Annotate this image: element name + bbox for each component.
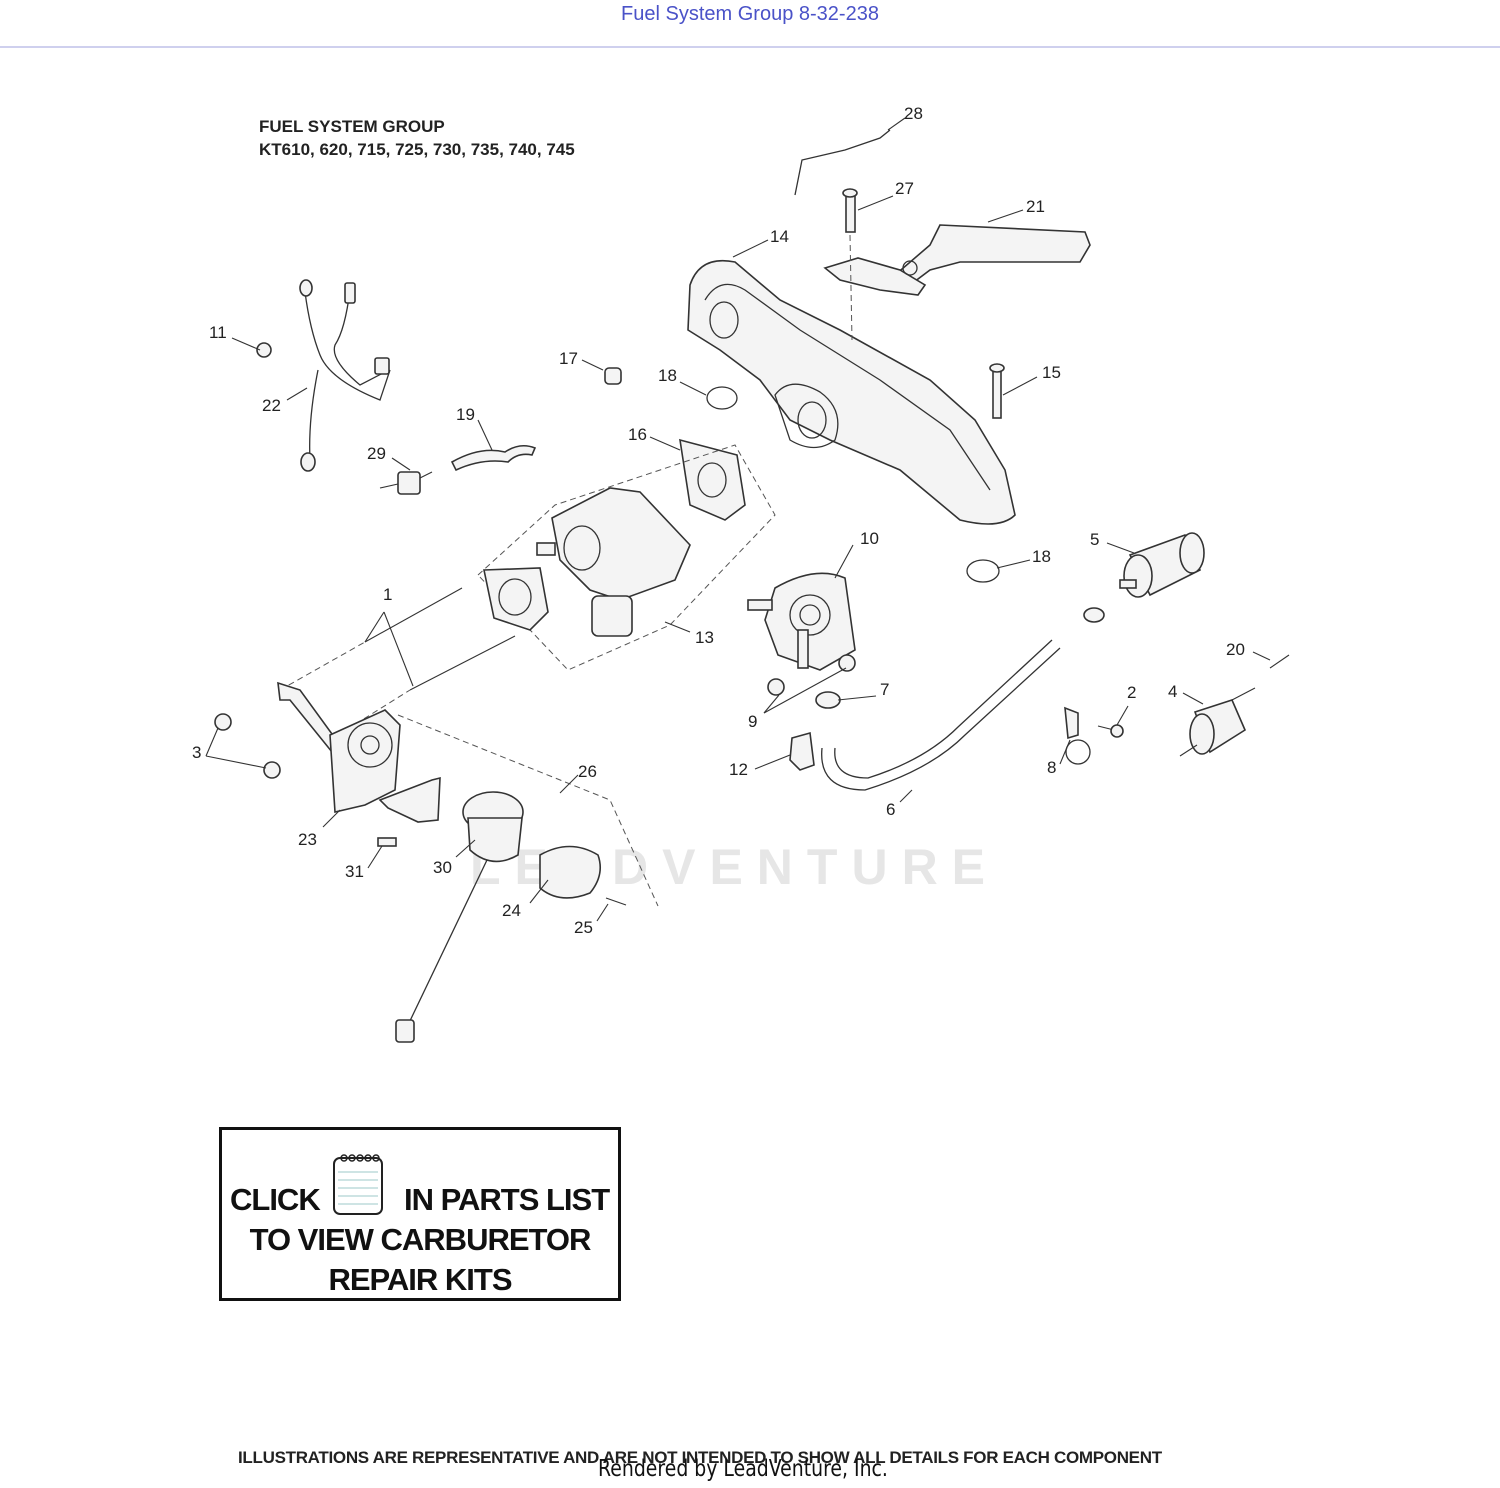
- callout-11: 11: [209, 323, 227, 342]
- diagram-title: FUEL SYSTEM GROUP: [259, 117, 445, 136]
- fitting-20[interactable]: [1269, 654, 1290, 669]
- callout-30: 30: [433, 858, 452, 877]
- flange-gasket[interactable]: [483, 567, 549, 631]
- callout-26: 26: [578, 762, 597, 781]
- callout-31: 31: [345, 862, 364, 881]
- gasket-18-lower[interactable]: [966, 559, 1000, 583]
- callout-25: 25: [574, 918, 593, 937]
- valve-29[interactable]: [379, 471, 433, 495]
- gasket-16[interactable]: [679, 438, 746, 521]
- callout-7: 7: [880, 680, 889, 699]
- callout-8: 8: [1047, 758, 1056, 777]
- screw-9-left[interactable]: [767, 678, 785, 696]
- callout-12: 12: [729, 760, 748, 779]
- screw-27[interactable]: [842, 188, 858, 341]
- callout-5: 5: [1090, 530, 1099, 549]
- page-title-link[interactable]: Fuel System Group 8-32-238: [621, 3, 879, 25]
- callout-1: 1: [383, 585, 392, 604]
- bracket-26-outline: [397, 714, 659, 907]
- callout-17: 17: [559, 349, 578, 368]
- screw-25[interactable]: [605, 897, 627, 906]
- callout-6: 6: [886, 800, 895, 819]
- callout-10: 10: [860, 529, 879, 548]
- screw-9-right[interactable]: [838, 654, 856, 672]
- screw-11[interactable]: [256, 342, 272, 358]
- callout-18-upper: 18: [658, 366, 677, 385]
- callout-22: 22: [262, 396, 281, 415]
- fitting-12[interactable]: [789, 731, 815, 771]
- gasket-24[interactable]: [539, 845, 601, 899]
- callout-14: 14: [770, 227, 789, 246]
- screw-31[interactable]: [377, 837, 397, 847]
- callout-2: 2: [1127, 683, 1136, 702]
- wire-harness-22[interactable]: [299, 279, 391, 472]
- gasket-18-upper[interactable]: [706, 386, 738, 410]
- carburetor-outline: [477, 444, 776, 671]
- page-header: Fuel System Group 8-32-238: [0, 0, 1500, 48]
- callout-23: 23: [298, 830, 317, 849]
- callout-13: 13: [695, 628, 714, 647]
- clamp-8[interactable]: [1064, 706, 1091, 765]
- callout-leaders: [205, 117, 1271, 922]
- throttle-linkage[interactable]: [823, 224, 1091, 296]
- kit-note-in-parts-list: IN PARTS LIST: [404, 1182, 610, 1217]
- kit-note-line3: REPAIR KITS: [328, 1262, 512, 1297]
- fuel-filter-5[interactable]: [1119, 532, 1205, 598]
- fuel-filter-4[interactable]: [1179, 687, 1256, 757]
- diagram-models: KT610, 620, 715, 725, 730, 735, 740, 745: [259, 140, 575, 159]
- carburetor-kit-note: CLICK IN PARTS LIST TO VIEW CARBURETOR R…: [219, 1127, 621, 1301]
- exploded-parts-diagram: FUEL SYSTEM GROUP KT610, 620, 715, 725, …: [192, 104, 1290, 1043]
- fuel-pump-10[interactable]: [747, 572, 856, 671]
- fuel-line-6[interactable]: [821, 647, 1061, 791]
- notepad-icon: [333, 1154, 383, 1215]
- rendered-by-text: Rendered by LeadVenture, Inc.: [598, 1456, 888, 1482]
- callout-27: 27: [895, 179, 914, 198]
- callout-3: 3: [192, 743, 201, 762]
- linkage-rod-28[interactable]: [794, 129, 891, 196]
- callout-19: 19: [456, 405, 475, 424]
- bolt-15[interactable]: [989, 363, 1005, 419]
- callout-15: 15: [1042, 363, 1061, 382]
- callout-29: 29: [367, 444, 386, 463]
- callout-16: 16: [628, 425, 647, 444]
- hose-clamp[interactable]: [1083, 607, 1105, 623]
- nut-3-lower[interactable]: [263, 761, 281, 779]
- hose-19[interactable]: [450, 444, 537, 472]
- callout-20: 20: [1226, 640, 1245, 659]
- intake-manifold[interactable]: [687, 260, 1016, 525]
- screw-2[interactable]: [1097, 724, 1124, 738]
- nut-3-upper[interactable]: [214, 713, 232, 731]
- kit-note-click: CLICK: [230, 1182, 321, 1217]
- callout-21: 21: [1026, 197, 1045, 216]
- filter-cup-30[interactable]: [395, 791, 524, 1043]
- disclaimer-text: ILLUSTRATIONS ARE REPRESENTATIVE AND ARE…: [238, 1448, 1162, 1467]
- callout-4: 4: [1168, 682, 1177, 701]
- spacer-17[interactable]: [604, 367, 622, 385]
- clamp-7[interactable]: [815, 691, 841, 709]
- carburetor-13[interactable]: [536, 487, 691, 637]
- kit-note-line2: TO VIEW CARBURETOR: [249, 1222, 592, 1257]
- mounting-plate-23[interactable]: [329, 709, 401, 813]
- bracket-26[interactable]: [378, 776, 441, 823]
- callout-28: 28: [904, 104, 923, 123]
- callout-24: 24: [502, 901, 521, 920]
- callout-9: 9: [748, 712, 757, 731]
- callout-18-lower: 18: [1032, 547, 1051, 566]
